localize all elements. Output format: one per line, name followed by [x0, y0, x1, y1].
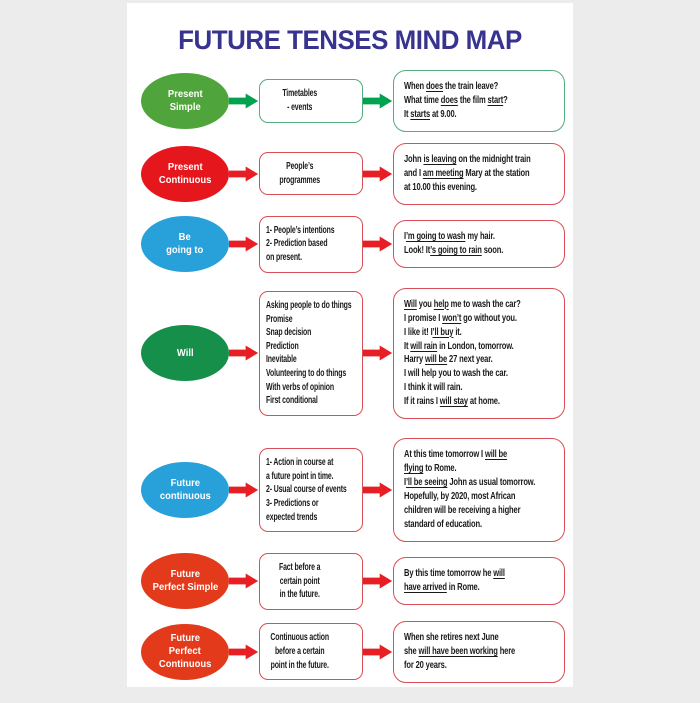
arrow-right-icon [363, 165, 393, 183]
arrow-right-icon [363, 643, 393, 661]
examples-box: I’m going to wash my hair.Look! It’s goi… [393, 220, 565, 269]
example-line: Will you help me to wash the car? [404, 297, 521, 310]
tense-oval: Will [141, 325, 229, 382]
arrow-right-icon [229, 235, 259, 253]
example-line: standard of education. [404, 518, 482, 531]
example-line: have arrived in Rome. [404, 581, 480, 594]
example-line: Look! It’s going to rain soon. [404, 244, 504, 257]
example-line: John is leaving on the midnight train [404, 152, 531, 165]
arrow-right-icon [229, 344, 259, 362]
example-line: at 10.00 this evening. [404, 180, 477, 193]
example-line: It starts at 9.00. [404, 107, 457, 120]
example-line: When does the train leave? [404, 80, 499, 92]
arrow-right-icon [229, 572, 259, 590]
example-line: flying to Rome. [404, 462, 457, 475]
example-line: By this time tomorrow he will [404, 567, 505, 580]
example-line: I’m going to wash my hair. [404, 230, 495, 243]
example-line: I think it will rain. [404, 381, 463, 394]
arrow-right-icon [363, 481, 393, 499]
arrow-right-icon [229, 481, 259, 499]
example-line: Harry will be 27 next year. [404, 353, 493, 366]
example-line: for 20 years. [404, 658, 447, 671]
page-title: FUTURE TENSES MIND MAP [178, 25, 522, 55]
example-line: I will help you to wash the car. [404, 367, 508, 380]
arrow-right-icon [229, 165, 259, 183]
example-line: Hopefully, by 2020, most African [404, 490, 516, 503]
arrow-right-icon [229, 92, 259, 110]
arrow-right-icon [363, 92, 393, 110]
example-line: I’ll be seeing John as usual tomorrow. [404, 476, 536, 489]
example-line: At this time tomorrow I will be [404, 448, 508, 461]
example-line: children will be receiving a higher [404, 504, 521, 517]
usage-text: Timetables- events [281, 87, 317, 113]
arrow-right-icon [363, 344, 393, 362]
examples-box: Will you help me to wash the car?I promi… [393, 287, 565, 420]
examples-text: I’m going to wash my hair.Look! It’s goi… [404, 230, 554, 258]
example-line: she will have been working here [404, 644, 516, 657]
arrow-right-icon [229, 643, 259, 661]
example-line: It will rain in London, tomorrow. [404, 339, 514, 352]
examples-text: When does the train leave?What time does… [404, 80, 554, 122]
arrow-right-icon [363, 235, 393, 253]
example-line: If it rains I will stay at home. [404, 395, 500, 408]
example-line: I promise I won’t go without you. [404, 311, 517, 324]
usage-box: Timetables- events [259, 79, 363, 123]
arrow-right-icon [363, 572, 393, 590]
example-line: When she retires next June [404, 630, 499, 643]
example-line: I like it! I’ll buy it. [404, 325, 462, 338]
example-line: and I am meeting Mary at the station [404, 166, 530, 179]
examples-box: When does the train leave?What time does… [393, 70, 565, 132]
examples-text: Will you help me to wash the car?I promi… [404, 298, 554, 410]
example-line: What time does the film start? [404, 93, 508, 106]
